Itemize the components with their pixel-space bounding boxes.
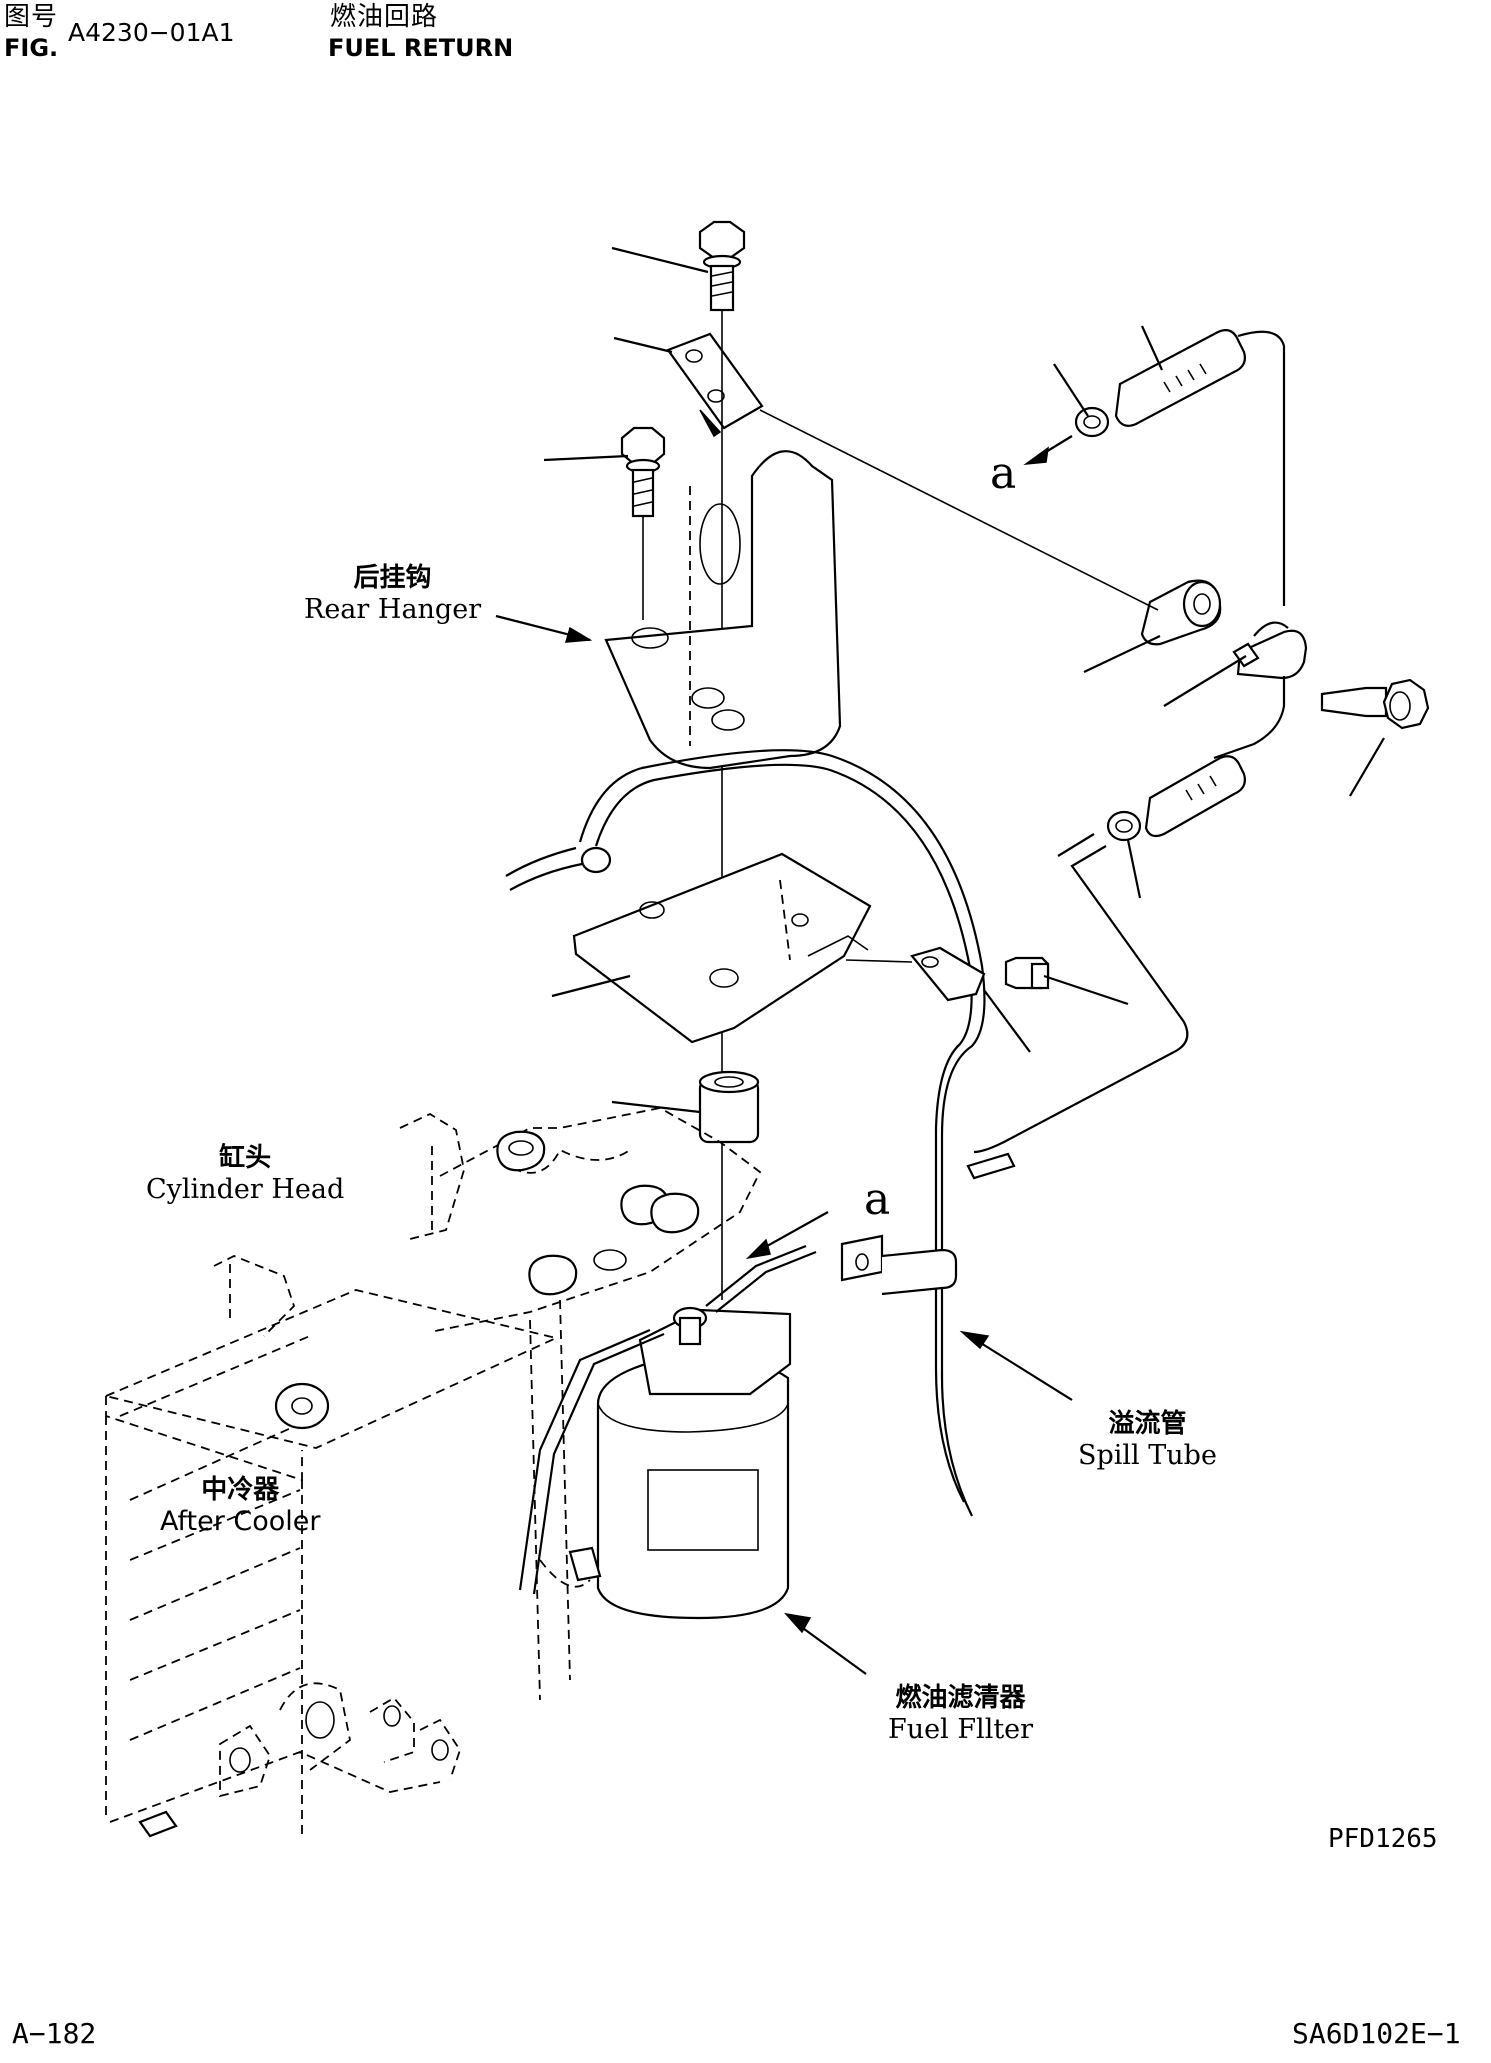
model-code: SA6D102E−1: [1292, 2017, 1461, 2050]
hose-clip: [910, 946, 986, 1002]
hose-line-upper: [1237, 330, 1286, 606]
fig-label-en: FIG.: [4, 34, 59, 62]
bolt-top: [698, 220, 746, 312]
clamp-with-tab: [1232, 621, 1308, 680]
title-en: FUEL RETURN: [328, 34, 514, 62]
ref-mark-a-lower: a: [864, 1174, 891, 1225]
fuel-line-eye: [505, 846, 577, 877]
small-bolt-right: [1004, 956, 1050, 990]
assembly-line-sleeve: [759, 409, 1159, 611]
label-fuel-filter-en: Fuel Fllter: [888, 1714, 1034, 1745]
fuel-line-eye-2: [509, 862, 583, 891]
clip-plate: [666, 332, 764, 438]
arrow-filter-a: [759, 1211, 829, 1251]
hose-lower-right: [1144, 755, 1246, 838]
clamp-bracket-lower: [840, 1234, 958, 1296]
leader-hose-upper: [1140, 325, 1164, 371]
hose-line-mid: [1213, 676, 1286, 760]
tube-end: [966, 1152, 1016, 1180]
fig-label-cn: 图号: [4, 2, 59, 32]
label-rear-hanger-en: Rear Hanger: [304, 594, 482, 625]
hose-upper-right: [1114, 329, 1246, 427]
mounting-plate: [572, 852, 872, 1044]
label-rear-hanger-cn: 后挂钩: [353, 563, 432, 593]
leader-clip: [613, 336, 673, 354]
leader-clamp-tab: [1163, 655, 1247, 707]
leader-hose-clip: [983, 989, 1031, 1053]
label-after-cooler: 中冷器 After Cooler: [160, 1474, 321, 1538]
leader-spacer: [611, 1100, 701, 1114]
label-spill-tube-en: Spill Tube: [1078, 1440, 1217, 1471]
spacer: [698, 1070, 760, 1144]
arrowhead-fuel-filter: [784, 1612, 812, 1634]
leader-clamp-upper: [1053, 363, 1089, 417]
label-cylinder-head-cn: 缸头: [219, 1143, 272, 1173]
label-rear-hanger: 后挂钩 Rear Hanger: [304, 562, 481, 626]
fuel-line-upper-inner: [594, 763, 973, 1503]
fuel-line-eye-fitting: [580, 846, 612, 874]
clip-link: [845, 959, 913, 963]
fuel-filter: [518, 1244, 817, 1620]
sleeve-right: [1140, 579, 1222, 646]
leader-spill-tube: [975, 1339, 1073, 1401]
arrowhead-clamp-a: [1023, 446, 1049, 466]
label-spill-tube-cn: 溢流管: [1108, 1409, 1187, 1439]
bolt-middle: [620, 426, 666, 518]
page-number: A−182: [12, 2017, 97, 2050]
label-spill-tube: 溢流管 Spill Tube: [1078, 1408, 1217, 1472]
fuel-line-upper: [578, 749, 986, 1517]
leader-bolt-middle: [543, 454, 629, 462]
ref-mark-a-upper: a: [990, 448, 1017, 499]
label-after-cooler-en: After Cooler: [160, 1506, 321, 1537]
arrowhead-filter-a: [745, 1238, 771, 1260]
label-fuel-filter-cn: 燃油滤清器: [895, 1683, 1026, 1713]
leader-fuel-filter: [799, 1625, 867, 1675]
leader-clamp-lower: [1126, 839, 1142, 899]
label-fuel-filter: 燃油滤清器 Fuel Fllter: [888, 1682, 1033, 1746]
after-cooler-outline: [103, 1289, 591, 1840]
title-cn: 燃油回路: [330, 2, 439, 32]
fig-number: A4230−01A1: [68, 18, 235, 47]
hose-line-lower-2: [1057, 833, 1095, 857]
hose-line-lower: [973, 845, 1189, 1154]
label-cylinder-head-en: Cylinder Head: [146, 1174, 345, 1205]
label-after-cooler-cn: 中冷器: [201, 1475, 280, 1505]
leader-bolt-right: [1349, 737, 1385, 797]
leader-bolt-top: [611, 246, 709, 274]
leader-plate: [551, 974, 631, 998]
leader-sleeve-right: [1083, 635, 1161, 673]
hose-clamp-upper: [1074, 406, 1110, 438]
cylinder-head-outline: [213, 1107, 762, 1337]
leader-small-bolt: [1043, 974, 1129, 1006]
bolt-right: [1320, 678, 1430, 730]
label-cylinder-head: 缸头 Cylinder Head: [146, 1142, 344, 1206]
arrowhead-spill-tube: [959, 1330, 990, 1350]
drawing-code: PFD1265: [1328, 1824, 1438, 1854]
hose-clamp-lower: [1106, 810, 1142, 842]
